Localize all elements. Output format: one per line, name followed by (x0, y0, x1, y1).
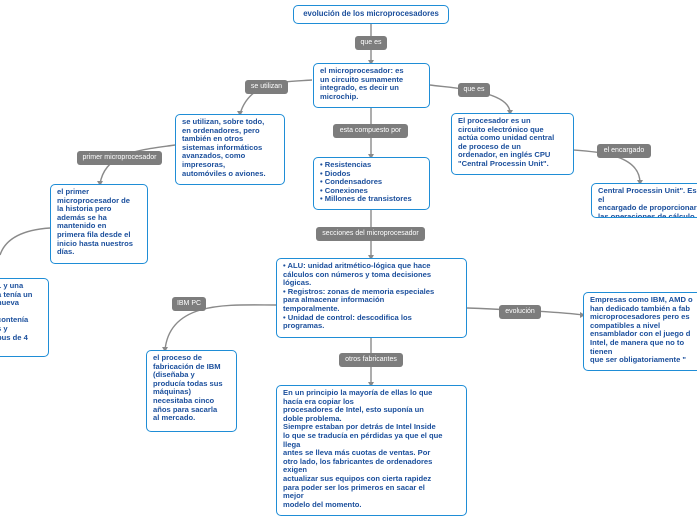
node-manufacturers[interactable]: En un principio la mayoría de ellas lo q… (276, 385, 467, 516)
node-first-microprocessor[interactable]: el primer microprocesador de la historia… (50, 184, 148, 264)
label-el-encargado[interactable]: el encargado (597, 144, 651, 158)
node-what-is[interactable]: El procesador es un circuito electrónico… (451, 113, 574, 175)
label-que-es-1[interactable]: que es (355, 36, 387, 50)
node-evolution[interactable]: Empresas como IBM, AMD o han dedicado ta… (583, 292, 697, 371)
label-primer-microprocesador[interactable]: primer microprocesador (77, 151, 162, 165)
label-ibm-pc[interactable]: IBM PC (172, 297, 206, 311)
label-evolucion[interactable]: evolución (499, 305, 541, 319)
node-in-charge[interactable]: Central Processin Unit". Es el encargado… (591, 183, 697, 218)
label-secciones[interactable]: secciones del microprocesador (316, 227, 425, 241)
node-used-in[interactable]: se utilizan, sobre todo, en ordenadores,… (175, 114, 285, 185)
node-components[interactable]: • Resistencias • Diodos • Condensadores … (313, 157, 430, 210)
node-sections[interactable]: • ALU: unidad aritmético-lógica que hace… (276, 258, 467, 338)
label-otros-fabricantes[interactable]: otros fabricantes (339, 353, 403, 367)
label-esta-compuesto[interactable]: esta compuesto por (333, 124, 408, 138)
label-se-utilizan[interactable]: se utilizan (245, 80, 288, 94)
node-definition[interactable]: el microprocesador: es un circuito sumam… (313, 63, 430, 108)
label-que-es-2[interactable]: que es (458, 83, 490, 97)
root-title[interactable]: evolución de los microprocesadores (293, 5, 449, 24)
node-ibm[interactable]: el proceso de fabricación de IBM (diseña… (146, 350, 237, 432)
